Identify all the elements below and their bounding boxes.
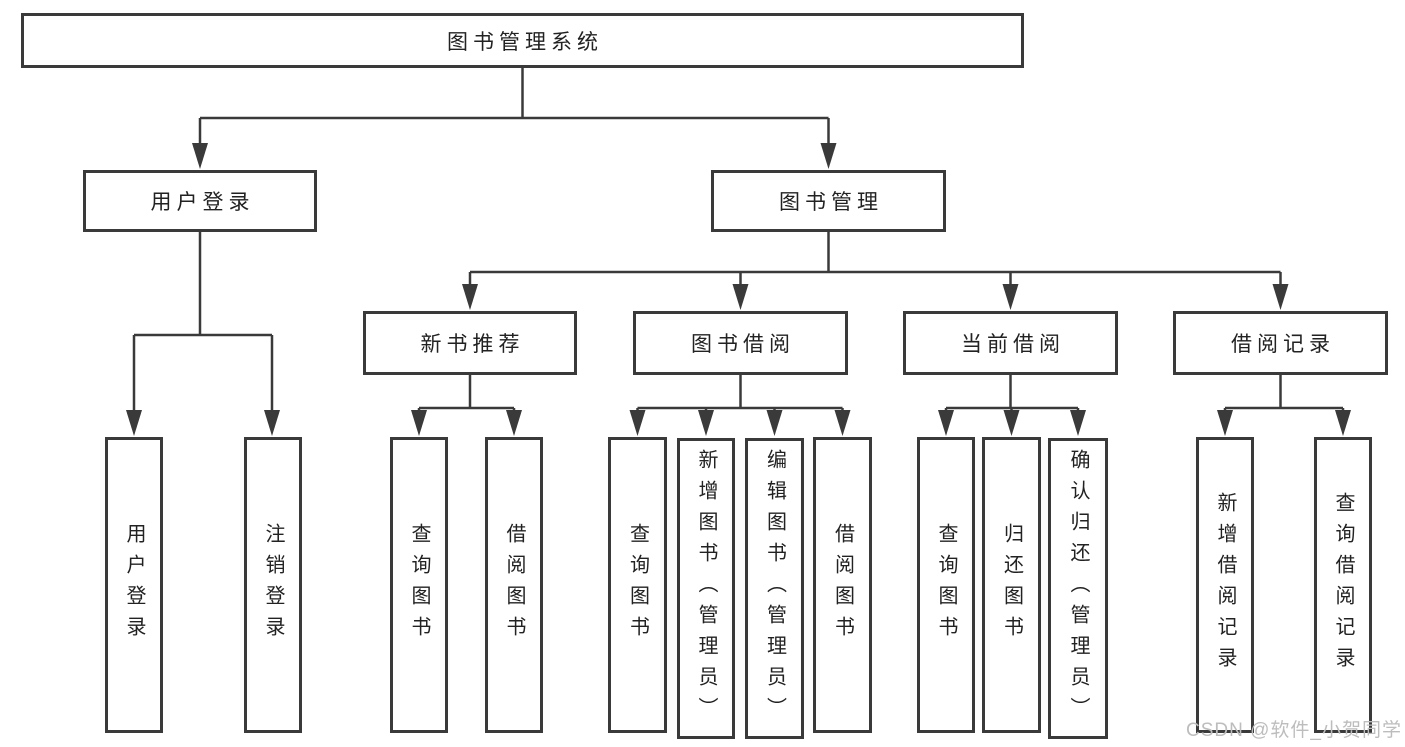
node-new-book-recommend: 新书推荐 bbox=[363, 311, 577, 375]
leaf-current-query-books: 查询图书 bbox=[917, 437, 975, 733]
leaf-user-login-label: 用户登录 bbox=[123, 523, 145, 647]
leaf-records-add-record: 新增借阅记录 bbox=[1196, 437, 1254, 733]
leaf-borrow-query-books: 查询图书 bbox=[608, 437, 667, 733]
node-book-management: 图书管理 bbox=[711, 170, 946, 232]
leaf-records-query-record-label: 查询借阅记录 bbox=[1332, 492, 1354, 678]
leaf-logout: 注销登录 bbox=[244, 437, 302, 733]
node-borrow-records-label: 借阅记录 bbox=[1231, 333, 1335, 356]
leaf-borrow-borrow-books: 借阅图书 bbox=[813, 437, 872, 733]
node-user-login-label: 用户登录 bbox=[150, 191, 255, 214]
leaf-borrow-edit-books-admin-label: 编辑图书（管理员） bbox=[763, 449, 786, 728]
csdn-watermark: CSDN @软件_小贺同学 bbox=[1186, 720, 1402, 741]
leaf-borrow-edit-books-admin: 编辑图书（管理员） bbox=[745, 438, 804, 739]
node-new-book-recommend-label: 新书推荐 bbox=[420, 333, 525, 356]
leaf-borrow-query-books-label: 查询图书 bbox=[626, 523, 649, 647]
leaf-current-query-books-label: 查询图书 bbox=[935, 523, 957, 647]
leaf-logout-label: 注销登录 bbox=[262, 523, 284, 647]
node-book-borrow-label: 图书借阅 bbox=[691, 333, 795, 356]
leaf-borrow-add-books-admin: 新增图书（管理员） bbox=[677, 438, 735, 739]
leaf-recommend-query-books: 查询图书 bbox=[390, 437, 448, 733]
node-book-borrow: 图书借阅 bbox=[633, 311, 848, 375]
leaf-recommend-borrow-books-label: 借阅图书 bbox=[503, 523, 525, 647]
node-borrow-records: 借阅记录 bbox=[1173, 311, 1388, 375]
leaf-current-confirm-return-admin: 确认归还（管理员） bbox=[1048, 438, 1108, 739]
leaf-current-confirm-return-admin-label: 确认归还（管理员） bbox=[1067, 449, 1089, 728]
node-book-management-label: 图书管理 bbox=[779, 191, 883, 214]
leaf-recommend-borrow-books: 借阅图书 bbox=[485, 437, 543, 733]
leaf-user-login: 用户登录 bbox=[105, 437, 163, 733]
node-root: 图书管理系统 bbox=[21, 13, 1024, 68]
leaf-current-return-books: 归还图书 bbox=[982, 437, 1041, 733]
node-current-borrow-label: 当前借阅 bbox=[961, 333, 1065, 356]
leaf-borrow-borrow-books-label: 借阅图书 bbox=[831, 523, 854, 647]
node-root-label: 图书管理系统 bbox=[447, 30, 603, 54]
node-current-borrow: 当前借阅 bbox=[903, 311, 1118, 375]
leaf-recommend-query-books-label: 查询图书 bbox=[408, 523, 430, 647]
leaf-borrow-add-books-admin-label: 新增图书（管理员） bbox=[695, 449, 717, 728]
leaf-records-add-record-label: 新增借阅记录 bbox=[1214, 492, 1236, 678]
node-user-login: 用户登录 bbox=[83, 170, 317, 232]
leaf-current-return-books-label: 归还图书 bbox=[1000, 523, 1023, 647]
leaf-records-query-record: 查询借阅记录 bbox=[1314, 437, 1372, 733]
